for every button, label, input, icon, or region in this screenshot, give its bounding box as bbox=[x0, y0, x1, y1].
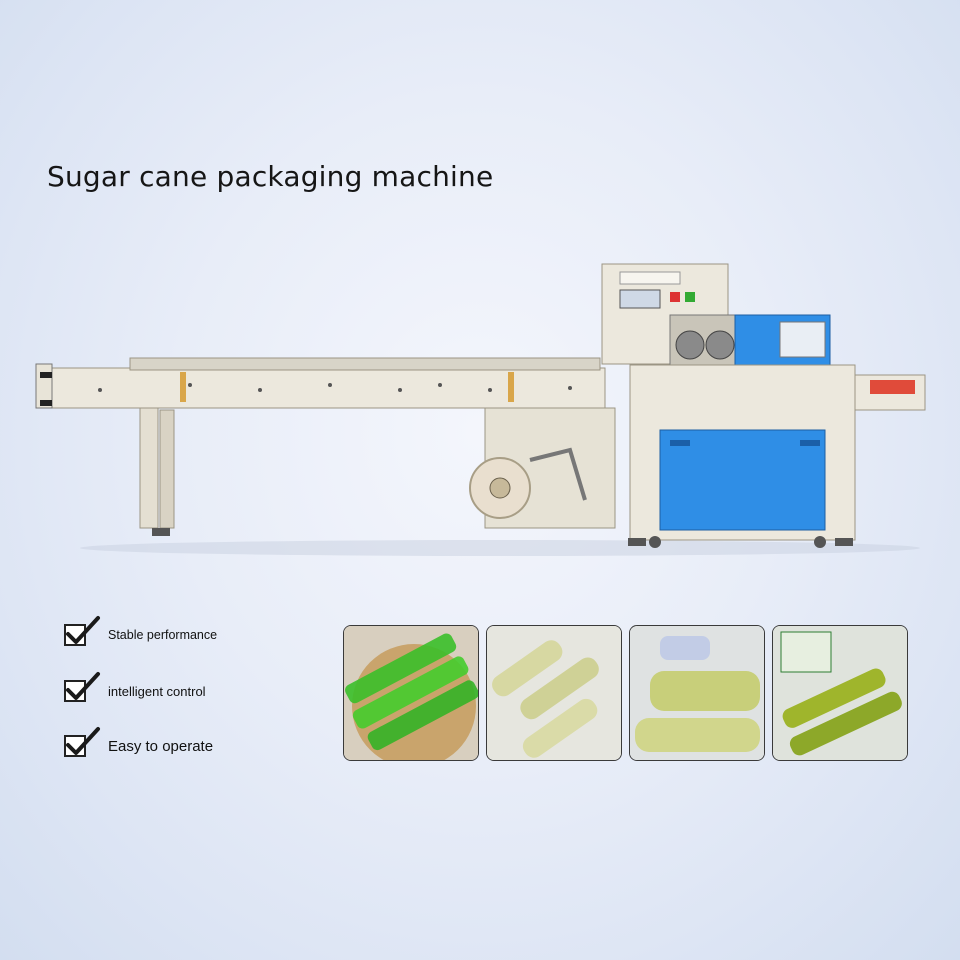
packaged-sugarcane-tray-photo bbox=[343, 625, 479, 761]
sealed-sugarcane-pack-photo bbox=[629, 625, 765, 761]
packaging-machine-image bbox=[35, 263, 926, 556]
feature-label: Stable performance bbox=[108, 628, 218, 642]
checkbox-icon bbox=[64, 672, 100, 702]
checkbox-icon bbox=[64, 727, 100, 757]
feature-item: Stable performance bbox=[64, 616, 218, 652]
page-title: Sugar cane packaging machine bbox=[47, 160, 494, 193]
feature-item: Easy to operate bbox=[64, 727, 214, 763]
product-photo-row bbox=[343, 625, 911, 761]
feature-label: intelligent control bbox=[108, 683, 206, 699]
labeled-sugarcane-packs-photo bbox=[772, 625, 908, 761]
checkbox-icon bbox=[64, 616, 100, 646]
packaged-sugarcane-pieces-photo bbox=[486, 625, 622, 761]
feature-item: intelligent control bbox=[64, 672, 206, 708]
feature-label: Easy to operate bbox=[108, 737, 214, 755]
